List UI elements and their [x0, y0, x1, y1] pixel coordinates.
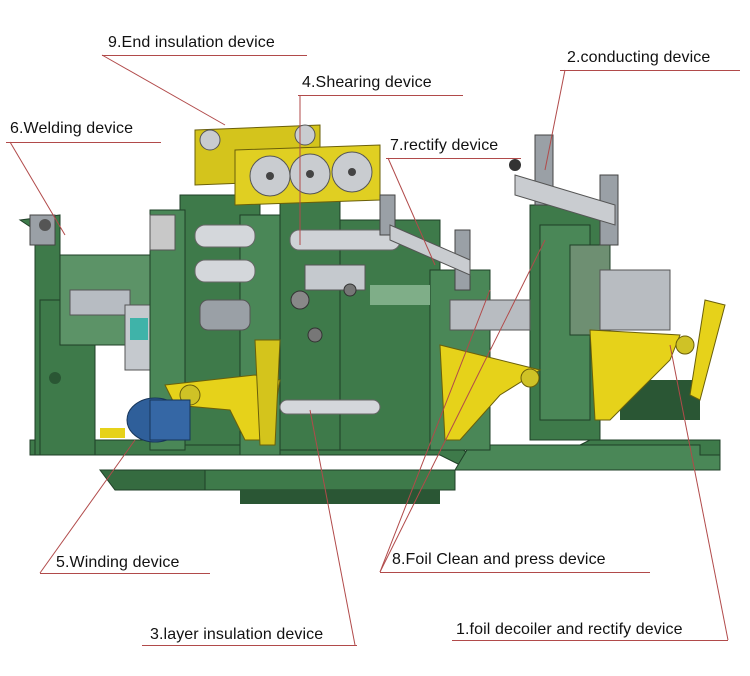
yellow-support-arms [100, 299, 726, 446]
end-insulation-device [194, 124, 381, 206]
leader-end-insulation [101, 54, 226, 126]
leader-foil-clean-a [379, 289, 491, 573]
label-welding-device: 6.Welding device [10, 120, 134, 137]
drive-motor [126, 397, 191, 443]
underline-layer-insulation [142, 645, 357, 646]
underline-winding [40, 573, 210, 574]
label-winding-device: 5.Winding device [56, 554, 180, 571]
label-foil-decoiler-rectify-device: 1.foil decoiler and rectify device [456, 621, 683, 638]
underline-shearing [298, 95, 463, 96]
leader-lines [9, 54, 729, 646]
label-foil-clean-press-device: 8.Foil Clean and press device [392, 551, 606, 568]
underline-conducting [560, 70, 740, 71]
label-rectify-device: 7.rectify device [390, 137, 499, 154]
label-conducting-device: 2.conducting device [567, 49, 711, 66]
leader-conducting [544, 69, 566, 171]
underline-welding [6, 142, 161, 143]
underline-foil-clean [380, 572, 650, 573]
machine-base [29, 439, 721, 504]
label-end-insulation-device: 9.End insulation device [108, 34, 275, 51]
leader-rectify [387, 157, 436, 266]
leader-winding [39, 439, 136, 574]
leader-foil-decoiler [669, 344, 729, 641]
label-layer-insulation-device: 3.layer insulation device [150, 626, 324, 643]
leader-foil-clean-b [379, 239, 546, 573]
conducting-device [379, 134, 619, 291]
foil-decoiler-frame [449, 204, 700, 441]
underline-foil-decoiler [452, 640, 728, 641]
underline-end-insulation [102, 55, 307, 56]
leader-layer-insulation [309, 409, 356, 646]
leader-welding [9, 141, 66, 236]
underline-rectify [386, 158, 521, 159]
label-shearing-device: 4.Shearing device [302, 74, 432, 91]
